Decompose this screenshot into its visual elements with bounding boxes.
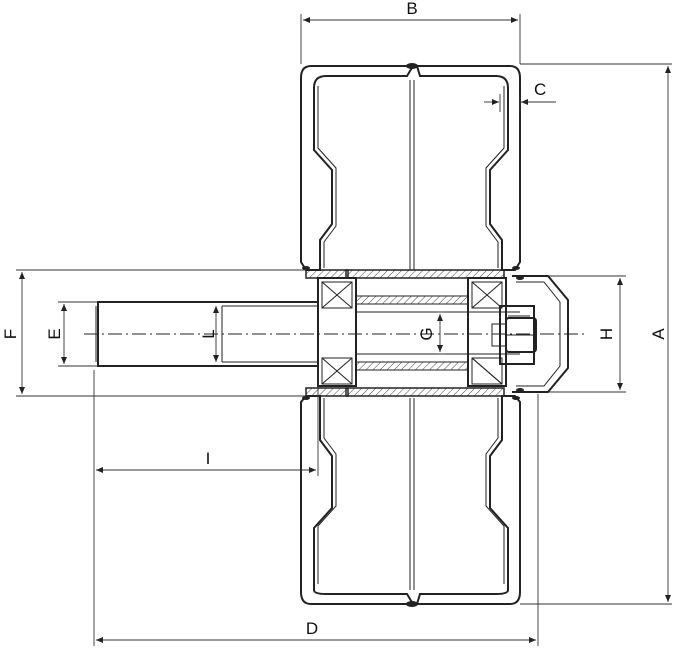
label-e: E bbox=[45, 328, 64, 339]
bearing-left bbox=[317, 277, 357, 387]
dimension-a bbox=[520, 63, 672, 605]
dimension-d bbox=[93, 370, 539, 646]
label-l: L bbox=[199, 329, 218, 338]
dimension-f bbox=[16, 269, 306, 397]
label-i: I bbox=[206, 449, 211, 468]
dimension-i bbox=[96, 366, 319, 476]
hub bbox=[305, 269, 505, 397]
tyre-outline bbox=[300, 63, 521, 607]
dimension-h bbox=[548, 275, 626, 393]
dimension-b bbox=[300, 14, 521, 64]
dimension-g bbox=[436, 311, 446, 355]
label-d: D bbox=[306, 619, 318, 638]
label-g: G bbox=[417, 327, 436, 340]
label-h: H bbox=[597, 328, 616, 340]
dimension-e bbox=[58, 301, 98, 367]
label-b: B bbox=[406, 0, 417, 18]
dimension-c bbox=[484, 94, 556, 112]
label-c: C bbox=[534, 80, 546, 99]
label-a: A bbox=[649, 328, 668, 340]
label-f: F bbox=[1, 329, 20, 339]
